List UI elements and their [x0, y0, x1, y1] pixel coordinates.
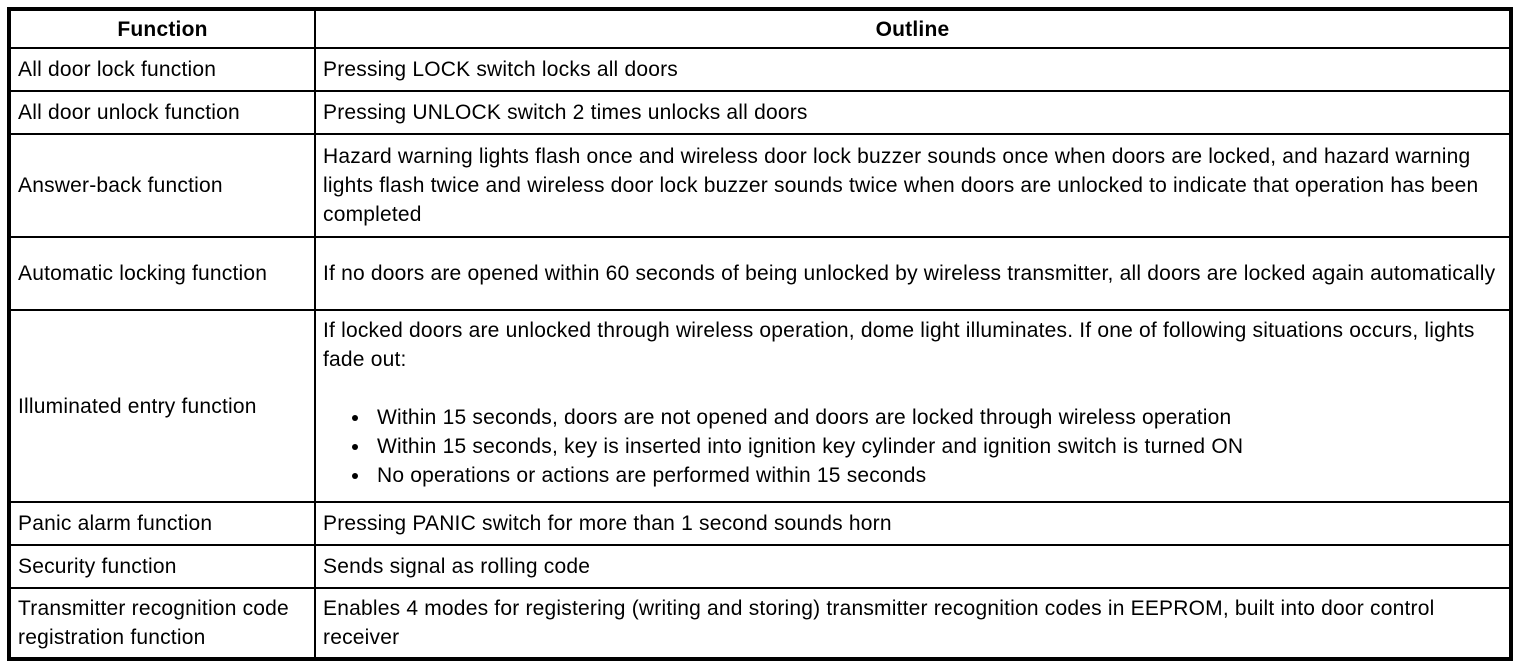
function-cell: Security function	[8, 544, 316, 589]
table-row-all-door-unlock: All door unlock function Pressing UNLOCK…	[8, 90, 1512, 135]
bullet-item: Within 15 seconds, key is inserted into …	[371, 432, 1499, 461]
function-outline-table: Function Outline All door lock function …	[7, 7, 1513, 661]
function-cell: All door lock function	[8, 47, 316, 92]
outline-cell: Sends signal as rolling code	[314, 544, 1512, 589]
outline-cell: Enables 4 modes for registering (writing…	[314, 587, 1512, 660]
table-row-transmitter-recognition: Transmitter recognition code registratio…	[8, 587, 1512, 660]
table-row-all-door-lock: All door lock function Pressing LOCK swi…	[8, 47, 1512, 92]
outline-cell: Pressing PANIC switch for more than 1 se…	[314, 501, 1512, 546]
function-cell: Transmitter recognition code registratio…	[8, 587, 316, 660]
bullet-item: No operations or actions are performed w…	[371, 461, 1499, 490]
table-row-panic-alarm: Panic alarm function Pressing PANIC swit…	[8, 501, 1512, 546]
outline-cell: If locked doors are unlocked through wir…	[314, 309, 1512, 503]
outline-cell: If no doors are opened within 60 seconds…	[314, 236, 1512, 311]
outline-cell: Hazard warning lights flash once and wir…	[314, 133, 1512, 238]
bullet-list: Within 15 seconds, doors are not opened …	[323, 403, 1499, 490]
function-cell: Answer-back function	[8, 133, 316, 238]
function-cell: All door unlock function	[8, 90, 316, 135]
table-row-automatic-locking: Automatic locking function If no doors a…	[8, 236, 1512, 311]
function-cell: Illuminated entry function	[8, 309, 316, 503]
table-row-illuminated-entry: Illuminated entry function If locked doo…	[8, 309, 1512, 503]
outline-cell: Pressing UNLOCK switch 2 times unlocks a…	[314, 90, 1512, 135]
table-row-answer-back: Answer-back function Hazard warning ligh…	[8, 133, 1512, 238]
outline-column-header: Outline	[314, 8, 1512, 49]
header-row: Function Outline	[8, 8, 1512, 49]
table-row-security: Security function Sends signal as rollin…	[8, 544, 1512, 589]
function-cell: Panic alarm function	[8, 501, 316, 546]
bullet-item: Within 15 seconds, doors are not opened …	[371, 403, 1499, 432]
outline-cell: Pressing LOCK switch locks all doors	[314, 47, 1512, 92]
function-column-header: Function	[8, 8, 316, 49]
outline-intro-text: If locked doors are unlocked through wir…	[323, 319, 1475, 371]
function-cell: Automatic locking function	[8, 236, 316, 311]
